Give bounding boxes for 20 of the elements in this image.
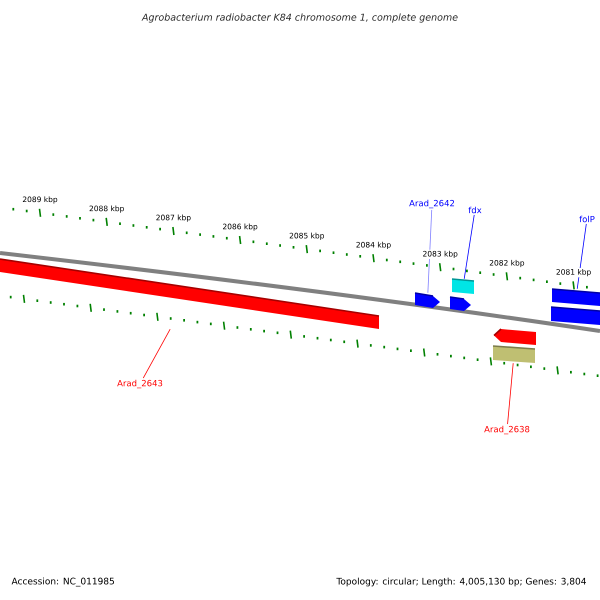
gene-label: folP	[579, 216, 595, 222]
gene-pentagon	[450, 296, 471, 311]
leader-line	[142, 328, 171, 378]
gene-label: Arad_2643	[117, 380, 162, 388]
gene-bar	[0, 258, 380, 329]
footer-text: Accession: NC_011985	[12, 578, 114, 586]
leader-line	[507, 362, 514, 424]
gene-label: Arad_2638	[484, 426, 530, 434]
gene-bar	[552, 288, 600, 306]
title: Agrobacterium radiobacter K84 chromosome 1, complete genome	[141, 13, 458, 23]
gene-bar	[550, 306, 600, 325]
gene-label: Arad_2642	[409, 200, 454, 208]
leader-line	[427, 210, 432, 294]
gene-label: fdx	[468, 206, 482, 214]
gene-bar	[452, 278, 474, 294]
footer-text: Topology: circular; Length: 4,005,130 bp; Genes: 3,804	[336, 578, 586, 586]
gene-bar	[492, 345, 536, 363]
gene-pentagon	[493, 328, 536, 345]
gene-pentagon	[414, 292, 440, 308]
leader-line	[464, 214, 475, 280]
